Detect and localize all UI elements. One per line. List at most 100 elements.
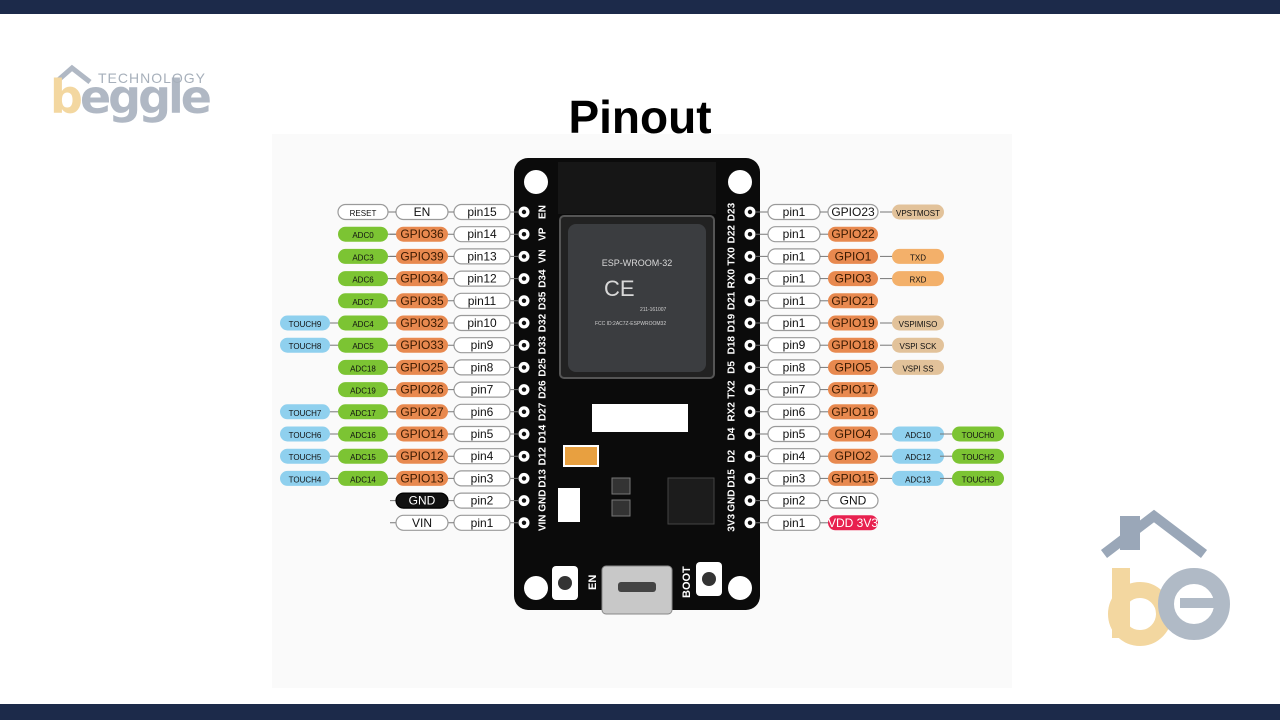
logo-wordmark: beggle: [50, 70, 212, 124]
right-gpio-label: GPIO16: [828, 404, 878, 420]
cert-line-2: FCC ID:2AC7Z-ESPWROOM32: [595, 321, 666, 327]
svg-text:pin15: pin15: [467, 205, 497, 219]
left-gpio-label: GPIO32: [396, 315, 448, 331]
svg-text:VPSTMOST: VPSTMOST: [896, 209, 940, 218]
left-gpio-label: GPIO26: [396, 382, 448, 398]
left-gpio-label: GPIO36: [396, 226, 448, 242]
svg-text:pin4: pin4: [471, 449, 494, 463]
left-pin-label: pin15: [453, 203, 511, 221]
left-gpio-label: GND: [395, 492, 449, 509]
svg-text:pin10: pin10: [467, 316, 497, 330]
svg-text:pin9: pin9: [783, 338, 806, 352]
svg-text:ADC0: ADC0: [352, 231, 374, 240]
left-pin-name: D27: [538, 402, 549, 421]
right-gpio-label: GPIO21: [828, 293, 878, 309]
header-component: [592, 404, 688, 432]
svg-text:pin7: pin7: [783, 383, 806, 397]
left-extra-label: TOUCH8: [280, 337, 330, 353]
left-pin-hole: [518, 517, 530, 529]
module-label: ESP-WROOM-32: [602, 258, 673, 268]
svg-text:VDD 3V3: VDD 3V3: [828, 516, 878, 530]
left-extra-label: ADC16: [338, 426, 388, 442]
svg-text:TXD: TXD: [910, 253, 926, 262]
right-pin-hole: [744, 384, 756, 396]
svg-text:VSPI SCK: VSPI SCK: [900, 342, 938, 351]
left-pin-name: D25: [538, 358, 549, 377]
svg-text:GPIO14: GPIO14: [400, 427, 444, 441]
svg-text:GPIO32: GPIO32: [400, 316, 444, 330]
right-pin-name: D4: [727, 427, 738, 440]
right-extra-label: TXD: [892, 248, 944, 264]
svg-text:GND: GND: [409, 494, 436, 508]
en-button-cap: [558, 576, 572, 590]
en-button-label: EN: [587, 575, 599, 590]
svg-text:ADC12: ADC12: [905, 453, 931, 462]
right-extra-label: RXD: [892, 271, 944, 287]
left-extra-label: ADC14: [338, 470, 388, 486]
svg-text:GPIO27: GPIO27: [400, 405, 444, 419]
svg-text:pin1: pin1: [783, 316, 806, 330]
left-gpio-label: EN: [395, 203, 449, 221]
right-extra-label: TOUCH3: [952, 470, 1004, 486]
right-pin-hole: [744, 406, 756, 418]
left-pin-hole: [518, 406, 530, 418]
left-extra-label: ADC18: [338, 359, 388, 375]
right-pin-hole: [744, 517, 756, 529]
antenna-area: [558, 162, 716, 214]
svg-text:TOUCH5: TOUCH5: [289, 453, 322, 462]
right-pin-hole: [744, 273, 756, 285]
right-extra-label: VSPI SS: [892, 359, 944, 375]
left-gpio-label: GPIO34: [396, 271, 448, 287]
svg-text:GND: GND: [840, 494, 867, 508]
svg-text:pin4: pin4: [783, 449, 806, 463]
left-pin-hole: [518, 273, 530, 285]
left-extra-label: ADC17: [338, 404, 388, 420]
left-extra-label: ADC0: [338, 226, 388, 242]
left-extra-label: TOUCH4: [280, 470, 330, 486]
svg-text:TOUCH4: TOUCH4: [289, 475, 322, 484]
svg-text:ADC5: ADC5: [352, 342, 374, 351]
usb-uart-chip: [667, 477, 715, 525]
right-pin-label: pin1: [767, 270, 821, 287]
svg-text:GPIO23: GPIO23: [831, 205, 875, 219]
svg-text:VIN: VIN: [412, 516, 432, 530]
svg-text:pin1: pin1: [783, 227, 806, 241]
left-gpio-label: GPIO35: [396, 293, 448, 309]
mount-hole: [524, 170, 548, 194]
left-pin-hole: [518, 295, 530, 307]
svg-text:pin5: pin5: [471, 427, 494, 441]
left-pin-label: pin7: [453, 381, 511, 398]
left-pin-label: pin2: [453, 492, 511, 509]
right-pin-name: RX2: [727, 402, 738, 422]
left-pin-label: pin8: [453, 359, 511, 376]
right-gpio-label: GPIO19: [828, 315, 878, 331]
svg-text:RESET: RESET: [350, 209, 377, 218]
svg-text:pin14: pin14: [467, 227, 497, 241]
right-pin-label: pin1: [767, 514, 821, 531]
left-extra-label: TOUCH6: [280, 426, 330, 442]
svg-text:ADC10: ADC10: [905, 431, 931, 440]
svg-text:pin6: pin6: [471, 405, 494, 419]
right-gpio-label: GPIO15: [828, 470, 878, 486]
svg-text:pin1: pin1: [783, 249, 806, 263]
left-pin-hole: [518, 339, 530, 351]
left-pin-name: D35: [538, 291, 549, 310]
svg-text:ADC17: ADC17: [350, 409, 376, 418]
left-pin-name: D14: [538, 424, 549, 443]
svg-text:RXD: RXD: [910, 276, 927, 285]
left-pin-hole: [518, 361, 530, 373]
right-gpio-label: VDD 3V3: [828, 515, 878, 531]
left-pin-name: D13: [538, 469, 549, 488]
right-pin-label: pin7: [767, 381, 821, 398]
right-extra-label: ADC12: [892, 448, 944, 464]
left-pin-name: D34: [538, 269, 549, 288]
right-pin-hole: [744, 228, 756, 240]
left-gpio-label: VIN: [395, 514, 449, 531]
right-pin-label: pin1: [767, 248, 821, 265]
left-extra-label: ADC4: [338, 315, 388, 331]
svg-text:GPIO16: GPIO16: [831, 405, 875, 419]
mount-hole: [728, 576, 752, 600]
svg-text:ADC7: ADC7: [352, 298, 374, 307]
left-gpio-label: GPIO14: [396, 426, 448, 442]
